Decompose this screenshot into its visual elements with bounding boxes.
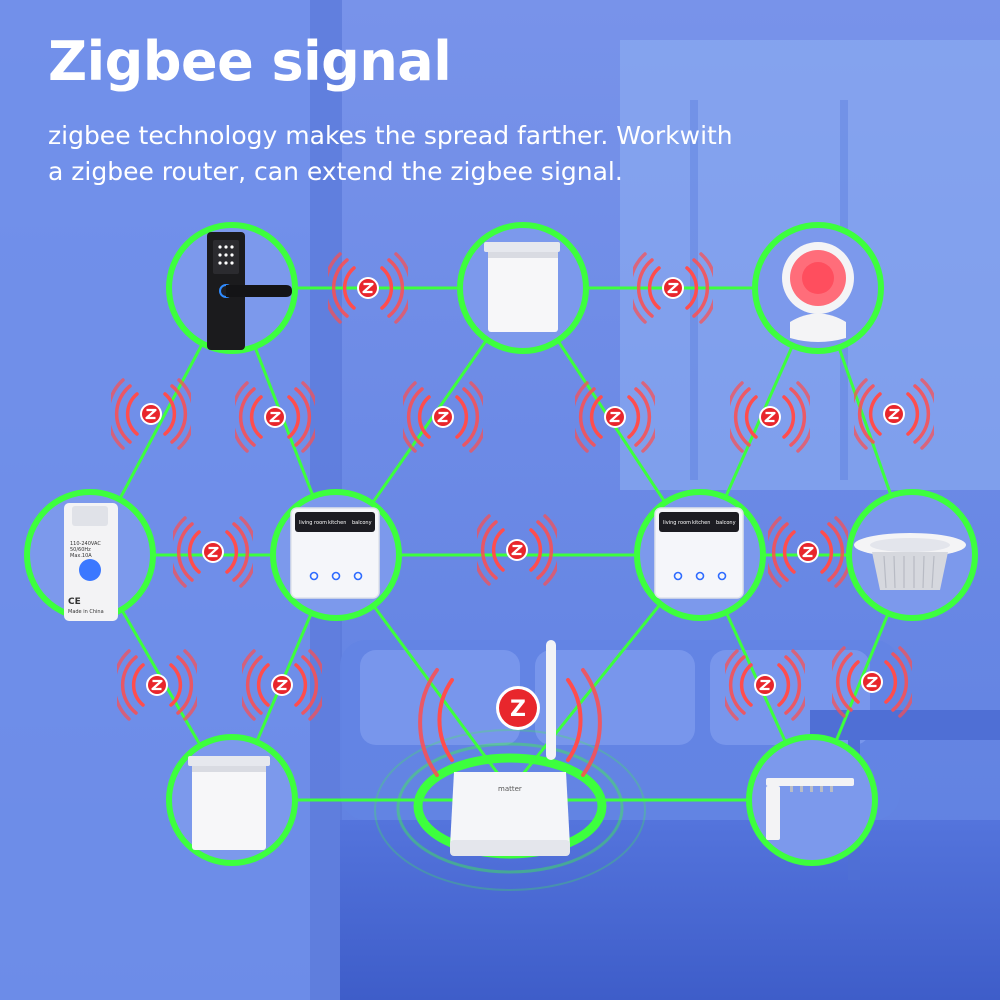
node-ring-curtain-track: [746, 734, 878, 866]
curtain-track-icon: [766, 778, 854, 840]
touch-button-2: [331, 571, 341, 581]
switch-right-label-2: kitchen: [692, 520, 710, 526]
zigbee-signal-icon: [575, 381, 655, 453]
touch-button-1: [673, 571, 683, 581]
zigbee-signal-icon: [477, 514, 557, 586]
switch-left-label-3: balcony: [352, 520, 372, 526]
curtain-motor-icon: [484, 242, 560, 332]
zigbee-signal-icon: [403, 381, 483, 453]
smart-lock-icon: [207, 232, 292, 350]
switch-left-label-2: kitchen: [328, 520, 346, 526]
relay-origin-text: Made in China: [68, 609, 104, 615]
zigbee-signal-icon: [173, 516, 253, 588]
touch-button-2: [695, 571, 705, 581]
touch-button-3: [353, 571, 363, 581]
ce-mark: CE: [68, 597, 81, 607]
wall-switch-icon: living room kitchen balcony: [290, 507, 380, 599]
switch-left-label-1: living room: [299, 520, 327, 526]
wall-switch-icon: living room kitchen balcony: [654, 507, 744, 599]
touch-button-1: [309, 571, 319, 581]
zigbee-gateway-icon: matter Z: [374, 640, 646, 891]
relay-spec-line-2: 50/60Hz: [70, 547, 91, 553]
downlight-icon: [854, 533, 966, 590]
zigbee-signal-icon: [117, 649, 197, 721]
motion-sensor-icon: [782, 242, 854, 342]
page-description: zigbee technology makes the spread farth…: [48, 121, 733, 186]
zigbee-logo-icon: Z: [510, 697, 526, 722]
relay-spec-line-3: Max.10A: [70, 553, 92, 559]
relay-spec-line-1: 110-240VAC: [70, 541, 101, 547]
relay-module-icon: 110-240VAC 50/60Hz Max.10A CE Made in Ch…: [64, 503, 118, 621]
switch-right-label-3: balcony: [716, 520, 736, 526]
zigbee-signal-icon: [725, 649, 805, 721]
zigbee-signal-icon: [832, 646, 912, 718]
zigbee-signal-icon: [768, 516, 848, 588]
touch-button-3: [717, 571, 727, 581]
zigbee-signal-icon: [242, 649, 322, 721]
switch-right-label-1: living room: [663, 520, 691, 526]
zigbee-signal-icon: [235, 381, 315, 453]
curtain-motor-icon: [188, 756, 270, 850]
page-title: Zigbee signal: [48, 30, 452, 93]
gateway-brand-text: matter: [498, 785, 522, 793]
